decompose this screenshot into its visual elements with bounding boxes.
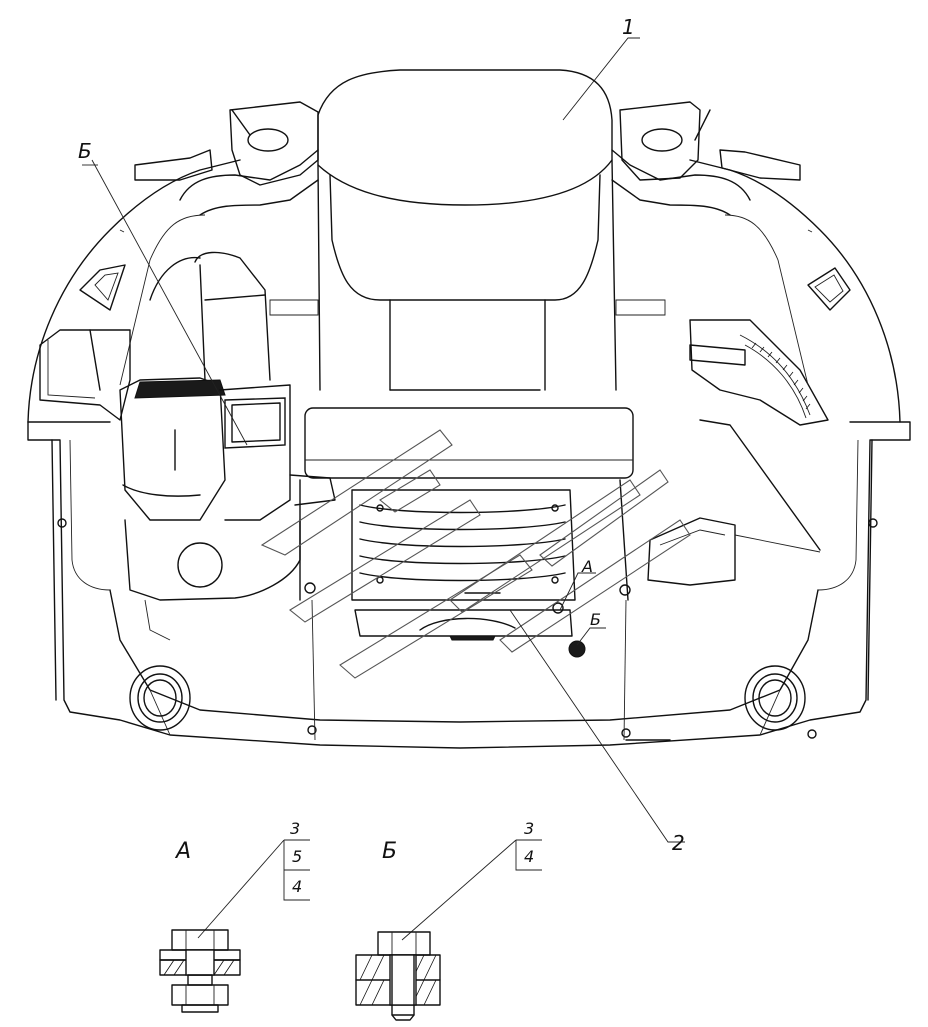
detail-b-pos-3: 3 xyxy=(524,819,534,838)
left-wheel-arch xyxy=(39,149,213,421)
detail-a-title: А xyxy=(174,839,191,864)
floor-plugs xyxy=(57,518,878,741)
rear-posts xyxy=(119,101,809,386)
seat xyxy=(269,69,666,391)
detail-b-pos-4: 4 xyxy=(524,847,534,866)
detail-a-pos-5: 5 xyxy=(292,847,302,866)
seat-suspension xyxy=(299,479,631,658)
callout-detail-a-ref: А xyxy=(581,557,593,576)
right-wheel-arch xyxy=(647,149,851,586)
detail-b-view: Б 3 4 xyxy=(355,819,542,1021)
callout-seat: 1 xyxy=(622,15,635,39)
detail-a-view: А 3 5 4 xyxy=(159,819,310,1013)
detail-a-pos-4: 4 xyxy=(292,877,302,896)
left-console xyxy=(119,251,336,641)
leader-lines xyxy=(82,37,685,843)
detail-b-title: Б xyxy=(382,839,397,864)
detail-a-pos-3: 3 xyxy=(290,819,300,838)
callout-view-b-ref-top: Б xyxy=(78,139,92,163)
callout-detail-b-ref: Б xyxy=(590,610,601,629)
cab-floor-outline xyxy=(27,159,911,749)
seat-base xyxy=(304,407,634,479)
watermark-logo xyxy=(260,429,691,679)
callout-bracket: 2 xyxy=(672,831,685,855)
